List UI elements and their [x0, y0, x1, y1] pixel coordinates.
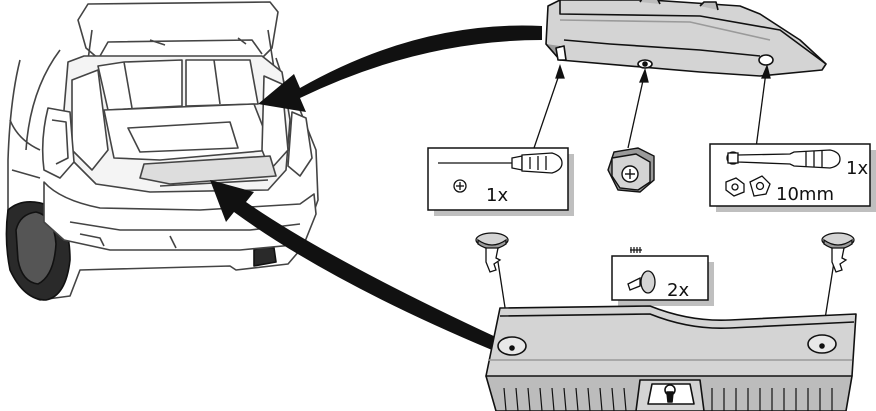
- brush-icon: [630, 247, 642, 253]
- phillips-screw-icon: [454, 180, 466, 192]
- cap-nut-icon: [608, 148, 654, 192]
- wrench-qty: 1x: [846, 158, 868, 179]
- push-clip-icon: [822, 233, 854, 272]
- push-clip-icon: [476, 233, 508, 272]
- wrench-callout: 1x 10mm: [710, 144, 876, 212]
- screwdriver-qty: 1x: [486, 185, 508, 206]
- lower-trim-panel-icon: [486, 306, 856, 411]
- screwdriver-callout: 1x: [428, 148, 574, 216]
- upper-trim-panel-icon: [546, 0, 826, 76]
- clip-callout: 2x: [612, 247, 714, 306]
- car-outline-icon: [6, 2, 318, 300]
- wrench-size: 10mm: [776, 184, 834, 205]
- arrow-icon: [258, 26, 542, 112]
- clip-qty: 2x: [667, 280, 689, 301]
